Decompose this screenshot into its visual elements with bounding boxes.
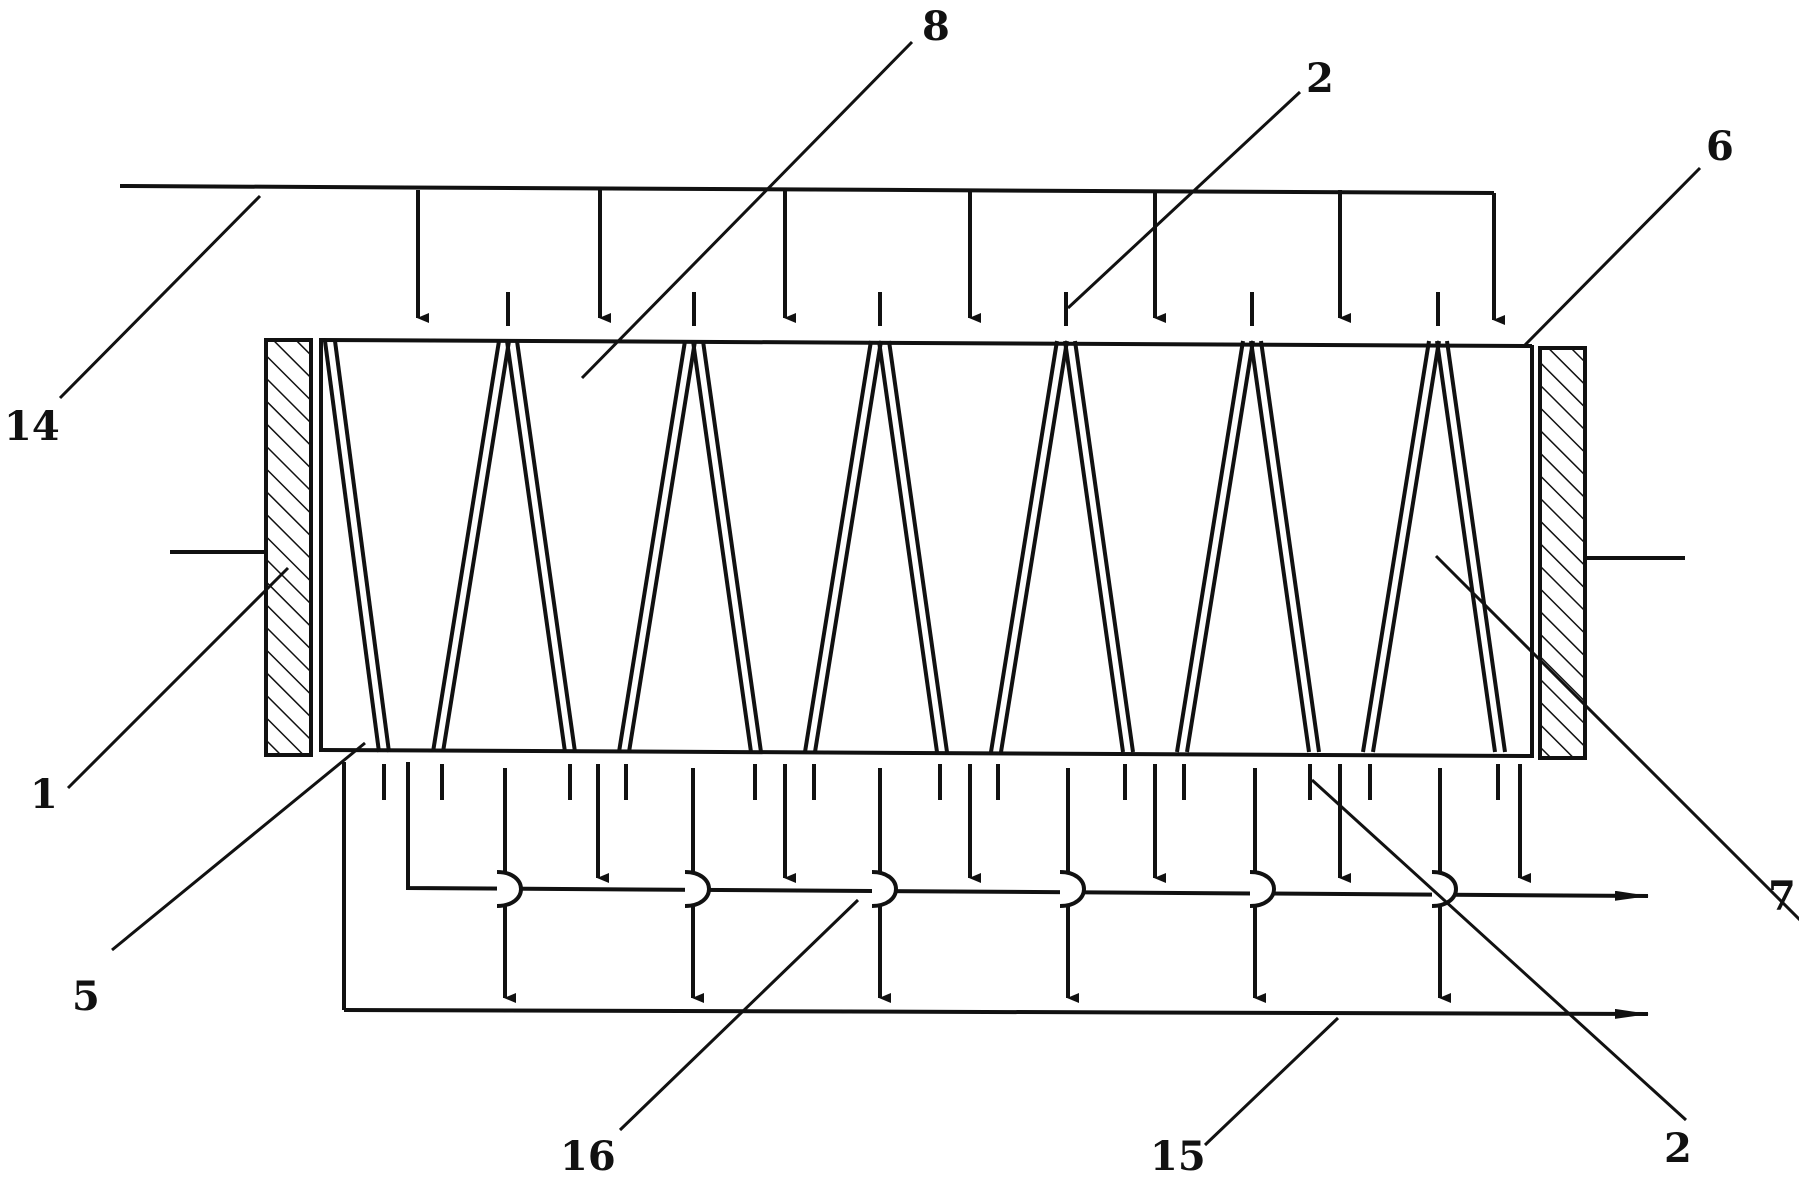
lower-outlet-arrows — [503, 768, 1451, 1003]
label-14: 14 — [4, 403, 60, 450]
supply-pipe — [119, 184, 1505, 325]
label-15: 15 — [1150, 1133, 1206, 1180]
membrane-up-3-b — [813, 340, 883, 753]
membrane-up-4-a — [989, 340, 1059, 753]
membrane-down-4-b — [1073, 340, 1135, 753]
membrane-up-6-a — [1361, 340, 1431, 753]
end-plate-right — [1538, 346, 1587, 760]
label-7: 7 — [1768, 873, 1796, 920]
label-2-top: 2 — [1306, 55, 1334, 102]
inlet-arrows — [416, 190, 1351, 323]
pipe-16-hop-5 — [1249, 870, 1276, 908]
leader-lines — [58, 40, 1799, 1147]
bottom-electrode-ticks — [382, 764, 1500, 800]
top-electrode-ticks — [506, 292, 1440, 326]
membrane-up-2-b — [627, 340, 697, 753]
membrane-down-5-a — [1249, 340, 1311, 753]
membrane-down-6-a — [1435, 340, 1497, 753]
label-8: 8 — [922, 3, 950, 50]
membrane-up-6-b — [1371, 340, 1441, 753]
membrane-0-a — [323, 340, 381, 753]
zigzag-membranes — [323, 340, 1507, 753]
label-6: 6 — [1706, 123, 1734, 170]
pipe-16-hop-3 — [871, 870, 898, 908]
end-plate-left — [264, 338, 313, 757]
pipe-16-hop-4 — [1059, 870, 1086, 908]
membrane-down-1-a — [505, 340, 567, 753]
membrane-down-6-b — [1445, 340, 1507, 753]
membrane-down-5-b — [1259, 340, 1321, 753]
pipe-16-hop-6 — [1431, 870, 1458, 908]
membrane-down-2-b — [701, 340, 763, 753]
membrane-up-5-b — [1185, 340, 1255, 753]
membrane-up-2-a — [617, 340, 687, 753]
label-2-bottom: 2 — [1664, 1125, 1692, 1172]
label-1: 1 — [30, 771, 58, 818]
pipe-16-line — [406, 762, 1649, 901]
membrane-up-3-a — [803, 340, 873, 753]
label-16: 16 — [560, 1133, 616, 1180]
membrane-up-1-a — [431, 340, 501, 753]
membrane-down-3-b — [887, 340, 949, 753]
pipe-16-hop-1 — [496, 870, 523, 908]
membrane-down-2-a — [691, 340, 753, 753]
membrane-0-b — [333, 340, 391, 753]
pipe-16-hop-2 — [684, 870, 711, 908]
membrane-up-1-b — [441, 340, 511, 753]
membrane-down-4-a — [1063, 340, 1125, 753]
upper-outlet-arrows — [596, 764, 1531, 883]
membrane-down-1-b — [515, 340, 577, 753]
collection-pipe-15 — [342, 762, 1649, 1019]
stack-bottom-edge — [320, 748, 1533, 758]
membrane-up-4-b — [999, 340, 1069, 753]
collection-pipe-16 — [406, 762, 1649, 908]
membrane-up-5-a — [1175, 340, 1245, 753]
membrane-down-3-a — [877, 340, 939, 753]
stack-top-edge — [320, 338, 1533, 348]
label-5: 5 — [72, 973, 100, 1020]
